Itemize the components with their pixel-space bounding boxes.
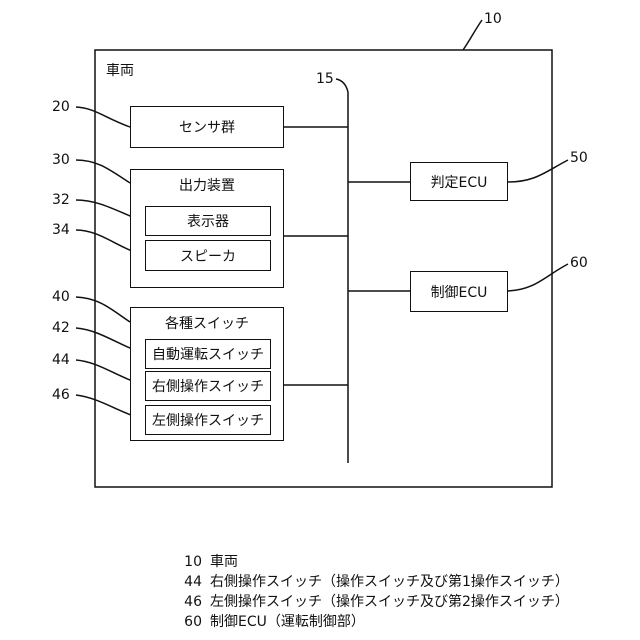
legend-num: 60 [172,613,202,631]
legend-item: 60 制御ECU（運転制御部） [172,613,365,631]
left-switch-box: 左側操作スイッチ [145,405,271,435]
legend-num: 44 [172,573,202,591]
sensor-ref-leader [76,107,130,127]
right-switch-ref: 44 [52,352,70,368]
right-switch-label: 右側操作スイッチ [152,376,264,396]
vehicle-ref: 10 [484,11,502,27]
display-label: 表示器 [187,211,229,231]
sensor-box: センサ群 [130,106,284,148]
legend-num: 10 [172,553,202,571]
vehicle-label: 車両 [106,63,134,79]
switches-title: 各種スイッチ [130,313,284,333]
display-box: 表示器 [145,206,271,236]
right-switch-box: 右側操作スイッチ [145,371,271,401]
vehicle-ref-leader [463,20,482,50]
sensor-label: センサ群 [179,117,235,137]
judge-ref-leader [508,160,568,182]
control-ecu-label: 制御ECU [431,282,488,302]
control-ecu-ref: 60 [570,255,588,271]
control-ref-leader [508,264,568,291]
control-ecu-box: 制御ECU [410,271,508,312]
bus-ref-leader [336,79,348,92]
legend-item: 10 車両 [172,553,238,571]
judge-ecu-label: 判定ECU [431,172,488,192]
speaker-ref: 34 [52,222,70,238]
output-title: 出力装置 [130,175,284,195]
legend-text: 右側操作スイッチ（操作スイッチ及び第1操作スイッチ） [210,574,569,590]
legend-item: 46 左側操作スイッチ（操作スイッチ及び第2操作スイッチ） [172,593,569,611]
auto-switch-label: 自動運転スイッチ [152,344,264,364]
legend-item: 44 右側操作スイッチ（操作スイッチ及び第1操作スイッチ） [172,573,569,591]
left-switch-ref: 46 [52,387,70,403]
auto-switch-ref: 42 [52,320,70,336]
judge-ecu-ref: 50 [570,150,588,166]
display-ref: 32 [52,192,70,208]
output-ref: 30 [52,152,70,168]
sensor-ref: 20 [52,99,70,115]
switches-ref: 40 [52,289,70,305]
switches-ref-leader [76,297,130,322]
speaker-box: スピーカ [145,240,271,271]
legend-text: 左側操作スイッチ（操作スイッチ及び第2操作スイッチ） [210,594,569,610]
legend-text: 車両 [210,554,238,570]
legend-text: 制御ECU（運転制御部） [210,614,365,630]
auto-switch-box: 自動運転スイッチ [145,339,271,369]
legend-num: 46 [172,593,202,611]
bus-ref: 15 [316,71,334,87]
speaker-label: スピーカ [180,246,236,266]
output-ref-leader [76,160,130,183]
left-switch-label: 左側操作スイッチ [152,410,264,430]
judge-ecu-box: 判定ECU [410,162,508,201]
